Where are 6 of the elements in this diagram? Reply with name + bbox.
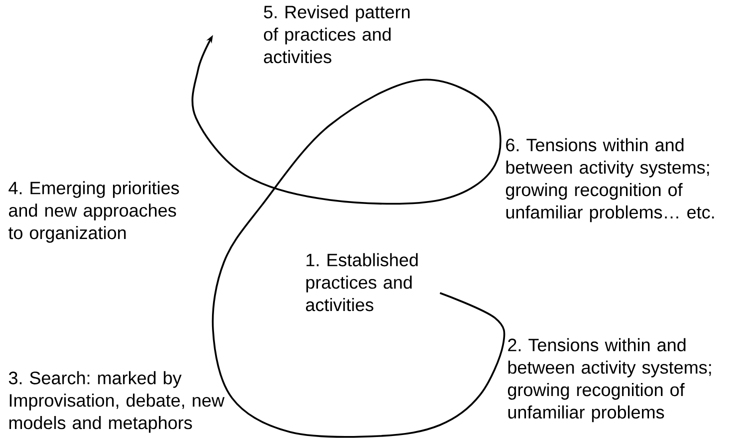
stage-label: 6. Tensions within and between activity systems; growing recognition of unfamiliar problems… etc.: [506, 138, 714, 222]
stage-label: 5. Revised pattern of practices and activities: [264, 5, 410, 64]
stage-label: 3. Search: marked by Improvisation, debate, new models and metaphors: [8, 371, 225, 433]
stage-label: 4. Emerging priorities and new approaches to organization: [8, 181, 179, 243]
stage-label: 2. Tensions within and between activity systems; growing recognition of unfamiliar problems: [508, 338, 711, 422]
stage-label: 1. Established practices and activities: [306, 253, 418, 312]
